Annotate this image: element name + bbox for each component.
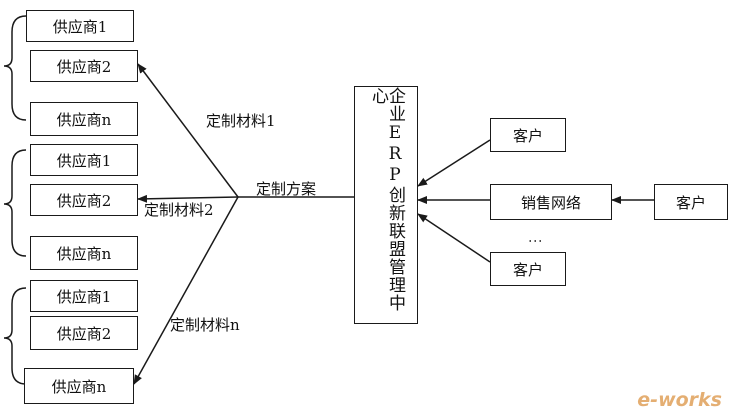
material-1-label: 定制材料1 bbox=[206, 112, 276, 130]
customer-top-arrow bbox=[417, 139, 491, 187]
plan-label: 定制方案 bbox=[256, 180, 317, 198]
group-2-brace bbox=[3, 149, 27, 257]
group-1-brace bbox=[3, 15, 27, 121]
group-3-supplier-1: 供应商1 bbox=[30, 280, 138, 312]
group-2-supplier-1: 供应商1 bbox=[30, 144, 138, 176]
group-2-supplier-n: 供应商n bbox=[30, 236, 138, 270]
material-1-arrow bbox=[137, 63, 239, 198]
erp-center-box: 企业ERP创新联盟管理中心 bbox=[354, 86, 418, 324]
customer-bottom-arrow bbox=[417, 213, 491, 263]
sales-network-box: 销售网络 bbox=[490, 184, 612, 220]
group-1-supplier-n: 供应商n bbox=[30, 102, 138, 136]
group-3-brace bbox=[3, 287, 27, 385]
group-3-supplier-n: 供应商n bbox=[24, 368, 134, 404]
ellipsis-dots: ⋮ bbox=[527, 234, 543, 248]
material-2-arrow bbox=[137, 194, 239, 203]
group-3-supplier-2: 供应商2 bbox=[30, 316, 138, 350]
erp-center-label: 企业ERP创新联盟管理中心 bbox=[368, 87, 405, 312]
watermark-logo: e-works bbox=[637, 389, 722, 411]
material-2-label: 定制材料2 bbox=[144, 201, 214, 219]
customer-far-box: 客户 bbox=[654, 184, 728, 220]
customer-top-box: 客户 bbox=[490, 118, 566, 152]
material-n-arrow bbox=[133, 196, 239, 385]
material-n-label: 定制材料n bbox=[170, 316, 240, 334]
customer-bottom-box: 客户 bbox=[490, 252, 566, 286]
group-1-supplier-2: 供应商2 bbox=[30, 50, 138, 82]
group-1-supplier-1: 供应商1 bbox=[26, 10, 134, 42]
group-2-supplier-2: 供应商2 bbox=[30, 184, 138, 216]
